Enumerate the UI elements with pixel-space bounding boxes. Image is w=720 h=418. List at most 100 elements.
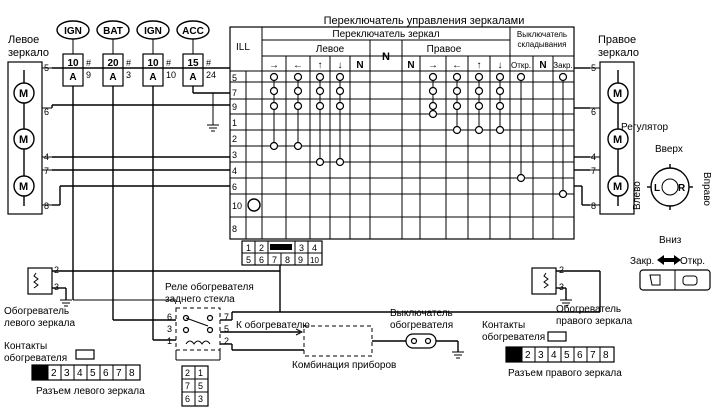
- relay-pin: 7: [224, 312, 229, 322]
- left-heater: [27, 267, 53, 295]
- conn-c-r1: 4: [312, 243, 317, 253]
- conn-c-r2: 5: [246, 255, 251, 265]
- conn-c-r2: 9: [298, 255, 303, 265]
- fuse-label-l1: 10: [147, 58, 159, 69]
- fuse-label-l1: 15: [187, 58, 199, 69]
- contacts-right-label-l2: обогревателя: [482, 331, 545, 343]
- conn-left-cell: 7: [116, 368, 122, 379]
- right-heater: [531, 267, 557, 295]
- neutral-label: N: [382, 51, 390, 63]
- switch-rows: [230, 71, 574, 239]
- svg-text:M: M: [19, 134, 28, 146]
- row-label: 7: [232, 88, 237, 98]
- neutral-col-right: N: [407, 60, 414, 71]
- power-source-label: IGN: [144, 26, 162, 37]
- relay-conn-r2: 5: [198, 381, 203, 391]
- conn-c-r1: 2: [259, 243, 264, 253]
- fuse-label-l2: A: [189, 72, 196, 83]
- relay-pin: 3: [167, 324, 172, 334]
- power-source-label: ACC: [182, 26, 204, 37]
- left-mirror-title-line2: зеркало: [8, 47, 49, 59]
- right-pin-label: 6: [591, 107, 596, 117]
- right-section-label: Правое: [427, 44, 462, 55]
- conn-c-r2: 6: [259, 255, 264, 265]
- regulator-title: Регулятор: [621, 122, 668, 133]
- fuse-num-l2: 24: [206, 70, 216, 80]
- svg-text:M: M: [613, 88, 622, 100]
- cluster-label: Комбинация приборов: [292, 359, 396, 371]
- arrow-right: →: [269, 60, 279, 71]
- regulator-R: R: [678, 183, 686, 194]
- left-mirror-connector: 2 3 4 5 6 7 8: [31, 349, 141, 381]
- left-pin-label: 5: [44, 63, 49, 73]
- switch-title: Переключатель управления зеркалами: [324, 15, 525, 27]
- heater-left-pin: 2: [54, 265, 59, 275]
- relay-pin: 1: [167, 336, 172, 346]
- fold-open-label: Откр.: [680, 256, 705, 267]
- arrow-right: →: [428, 60, 438, 71]
- row-label: 3: [232, 150, 237, 160]
- conn-left-cell: 5: [90, 368, 96, 379]
- conn-left-cell: 6: [103, 368, 109, 379]
- fuse-num-l2: 3: [126, 70, 131, 80]
- fold-title-line1: Выключатель: [517, 30, 567, 39]
- fold-title-line2: складывания: [518, 40, 567, 49]
- fold-neutral-col: N: [539, 60, 546, 71]
- arrow-left: ←: [452, 60, 462, 71]
- conn-right-cell: 7: [590, 350, 596, 361]
- heater-switch-label-l1: Выключатель: [390, 308, 453, 319]
- arrow-left: ←: [293, 60, 303, 71]
- regulator-left: Влево: [632, 181, 643, 210]
- conn-left-cell: 2: [51, 368, 57, 379]
- heater-left-pin: 3: [54, 282, 59, 292]
- relay-conn-r1: 1: [198, 368, 203, 378]
- double-arrow-icon: [657, 255, 681, 265]
- fuse-num-l1: #: [126, 58, 131, 68]
- row-label: 2: [232, 134, 237, 144]
- left-pin-label: 8: [44, 201, 49, 211]
- row-label: 9: [232, 102, 237, 112]
- relay-box: [175, 307, 221, 351]
- row-label: 5: [232, 73, 237, 83]
- conn-right-cell: 4: [551, 350, 557, 361]
- relay-title-l2: заднего стекла: [165, 294, 235, 305]
- svg-text:M: M: [613, 181, 622, 193]
- conn-left-cell: 8: [129, 368, 135, 379]
- relay-conn-r3: 6: [185, 394, 190, 404]
- heater-right-pin: 2: [559, 265, 564, 275]
- contacts-right-caption: Разъем правого зеркала: [508, 368, 622, 379]
- right-pin-label: 5: [591, 63, 596, 73]
- heater-switch-label-l2: обогревателя: [390, 319, 453, 331]
- switch-subtitle: Переключатель зеркал: [332, 29, 439, 40]
- regulator-up: Вверх: [655, 144, 683, 155]
- relay-title-l1: Реле обогревателя: [165, 281, 254, 293]
- regulator-right: Вправо: [701, 172, 712, 206]
- relay-conn-r2: 7: [185, 381, 190, 391]
- regulator-down: Вниз: [659, 235, 682, 246]
- fuse-label-l2: A: [69, 72, 76, 83]
- power-source-label: IGN: [64, 26, 82, 37]
- regulator-knob: L R: [647, 164, 693, 210]
- power-ign-1: IGN 10 A # 9: [56, 20, 91, 87]
- center-connector: 1 2 3 4 5 6 7 8 9 10: [241, 240, 323, 266]
- fuse-num-l2: 9: [86, 70, 91, 80]
- right-mirror-connector: 2 3 4 5 6 7 8: [505, 331, 615, 363]
- fuse-num-l1: #: [206, 58, 211, 68]
- row-label: 8: [232, 224, 237, 234]
- fuse-label-l2: A: [109, 72, 116, 83]
- relay-pin: 2: [224, 336, 229, 346]
- contacts-left-caption: Разъем левого зеркала: [36, 386, 145, 397]
- conn-right-cell: 2: [525, 350, 531, 361]
- conn-c-r1: 1: [246, 243, 251, 253]
- fold-close-label: Закр.: [630, 256, 654, 267]
- fuse-num-l2: 10: [166, 70, 176, 80]
- relay-pin: 6: [167, 312, 172, 322]
- conn-c-r1: 3: [299, 243, 304, 253]
- relay-conn-r1: 2: [185, 368, 190, 378]
- arrow-down: ↓: [338, 60, 343, 71]
- power-ign-2: IGN 10 A # 10: [136, 20, 176, 87]
- to-heater-label: К обогревателю: [236, 319, 310, 331]
- fuse-label-l1: 20: [107, 58, 119, 69]
